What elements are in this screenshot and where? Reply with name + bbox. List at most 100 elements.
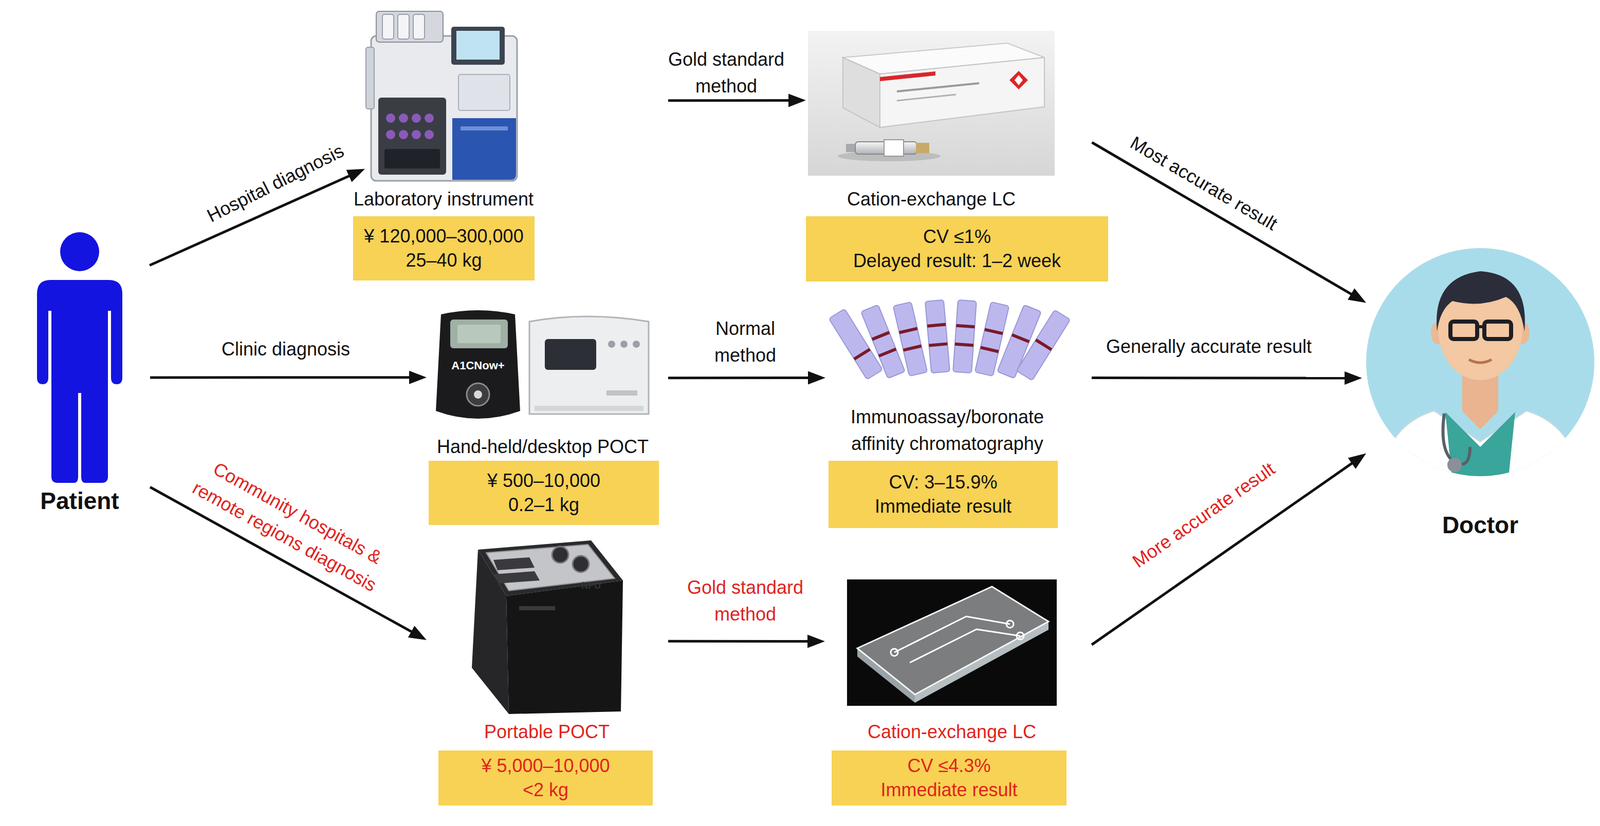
lc-column-photo-part: [842, 43, 1045, 75]
test-strips-photo-part: [829, 308, 884, 380]
test-strips-photo-part-part: [952, 300, 977, 374]
arrow-head: [346, 169, 365, 183]
lab-analyzer-photo-part: [382, 14, 394, 40]
device-brand: A1CNow+: [451, 359, 505, 373]
lc-column-photo-part: [896, 94, 956, 101]
arrow-head: [807, 634, 825, 649]
doctor-portrait-part: [1438, 277, 1523, 381]
instrument-node: Portable POCT: [469, 540, 625, 715]
poct-devices-photo-part: [606, 390, 638, 396]
lab-analyzer-photo-part: [378, 97, 447, 175]
test-strips-photo-part-part: [1016, 309, 1071, 381]
portable-poct-photo-part: [471, 549, 509, 715]
microfluidic-chip-photo-part: [857, 586, 1049, 695]
lc-column-photo-part: [1014, 75, 1023, 86]
flow-arrow: [1091, 142, 1367, 303]
test-strips-photo-part: [893, 302, 928, 377]
patient-figure-part: [60, 232, 100, 272]
poct-devices-photo-part: [529, 316, 649, 415]
avatar-circle: [1366, 248, 1595, 477]
lab-analyzer-photo-part: [452, 118, 517, 180]
edge-label: Clinic diagnosis: [221, 336, 351, 363]
portable-poct-photo-part: [493, 571, 540, 584]
lc-column-photo-part: [896, 83, 980, 92]
test-strips-photo-part-part: [903, 344, 922, 353]
caption-text: Doctor: [1442, 508, 1519, 543]
lc-column-photo: [807, 30, 1055, 176]
arrow-head: [1344, 371, 1363, 385]
portable-poct-photo-part: [493, 557, 535, 571]
method-node: Cation-exchange LC: [807, 30, 1055, 176]
lc-column-photo-part: [1009, 70, 1028, 90]
microfluidic-chip-photo-part: [909, 629, 1021, 664]
test-strips-photo-part-part: [928, 342, 948, 347]
poct-devices-photo-part: [620, 340, 628, 348]
test-strips-photo-part: [952, 300, 977, 374]
doctor-portrait-part: [1436, 271, 1525, 332]
flow-arrow: [668, 634, 825, 649]
doctor-portrait-part: [1447, 457, 1462, 473]
flow-arrow-line: [150, 487, 414, 634]
portable-poct-photo-part: [486, 544, 615, 592]
poct-devices-photo-part: [466, 383, 490, 407]
lc-column-photo-part: [842, 57, 880, 128]
caption-text: Portable POCT: [484, 719, 610, 746]
spec-text: Delayed result: 1–2 week: [853, 249, 1061, 274]
arrow-head: [408, 626, 427, 641]
flow-arrow: [1091, 453, 1367, 646]
instrument-node: Hand-held/desktop POCT: [431, 307, 654, 423]
poct-devices-photo-part: [435, 310, 521, 419]
arrow-head: [409, 371, 427, 385]
caption-text: Immunoassay/boronate affinity chromatogr…: [836, 403, 1058, 458]
patient-figure-part: [37, 280, 123, 484]
lab-analyzer-photo-part: [398, 113, 409, 123]
flow-arrow: [149, 169, 365, 266]
doctor-portrait-part: [1443, 413, 1471, 465]
edge-label: Community hospitals & remote regions dia…: [181, 448, 401, 603]
test-strips-photo: [829, 300, 1071, 381]
microfluidic-chip-photo-part: [1006, 620, 1014, 629]
test-strips-photo-part: [860, 304, 906, 379]
lab-analyzer-photo-part: [411, 130, 421, 140]
lab-analyzer-photo-part: [365, 47, 375, 109]
caption-text: Cation-exchange LC: [867, 719, 1037, 746]
test-strips-photo-part-part: [893, 302, 928, 377]
lab-analyzer-photo-part: [424, 130, 434, 140]
lab-analyzer-photo-part: [384, 149, 440, 169]
test-strips-photo-part-part: [853, 347, 871, 361]
poct-devices-photo-part: [457, 324, 501, 344]
test-strips-photo-part-part: [984, 327, 1003, 336]
lab-analyzer-photo-part: [385, 113, 396, 123]
arrow-head: [1347, 288, 1367, 303]
flow-arrow-line: [668, 376, 812, 380]
flow-arrow: [150, 487, 427, 641]
test-strips-photo-part: [1016, 309, 1071, 381]
test-strips-photo-part-part: [829, 308, 884, 380]
instrument-node: Laboratory instrument: [364, 8, 523, 183]
avatar-circle-fill: [1366, 248, 1595, 477]
lab-analyzer-photo: [365, 11, 518, 181]
spec-box: CV ≤4.3%Immediate result: [831, 750, 1067, 806]
patient-node: Patient: [30, 228, 129, 486]
doctor-portrait-part: [1468, 359, 1492, 363]
microfluidic-chip-photo-part: [1016, 632, 1024, 640]
lab-analyzer-photo-part: [460, 126, 508, 131]
spec-text: CV: 3–15.9%: [889, 470, 998, 495]
device-logo: NPU: [581, 580, 601, 592]
doctor-portrait-part: [1477, 325, 1485, 329]
arrow-head: [807, 371, 826, 385]
portable-poct-photo-part: [506, 580, 623, 715]
spec-text: 25–40 kg: [405, 248, 482, 273]
portable-poct-photo-part: [572, 556, 590, 573]
test-strips-photo-part-part: [925, 300, 950, 374]
doctor-portrait-part: [1445, 412, 1516, 494]
poct-devices-photo-part: [450, 319, 508, 349]
lc-column-photo-part: [807, 30, 1055, 176]
arrow-head: [1348, 453, 1367, 470]
microfluidic-chip-photo: [847, 579, 1057, 707]
lab-analyzer-photo-part: [413, 14, 425, 40]
microfluidic-chip-photo-part: [857, 648, 915, 704]
flow-arrow-line: [150, 376, 413, 379]
test-strips-photo-part-part: [980, 345, 999, 354]
